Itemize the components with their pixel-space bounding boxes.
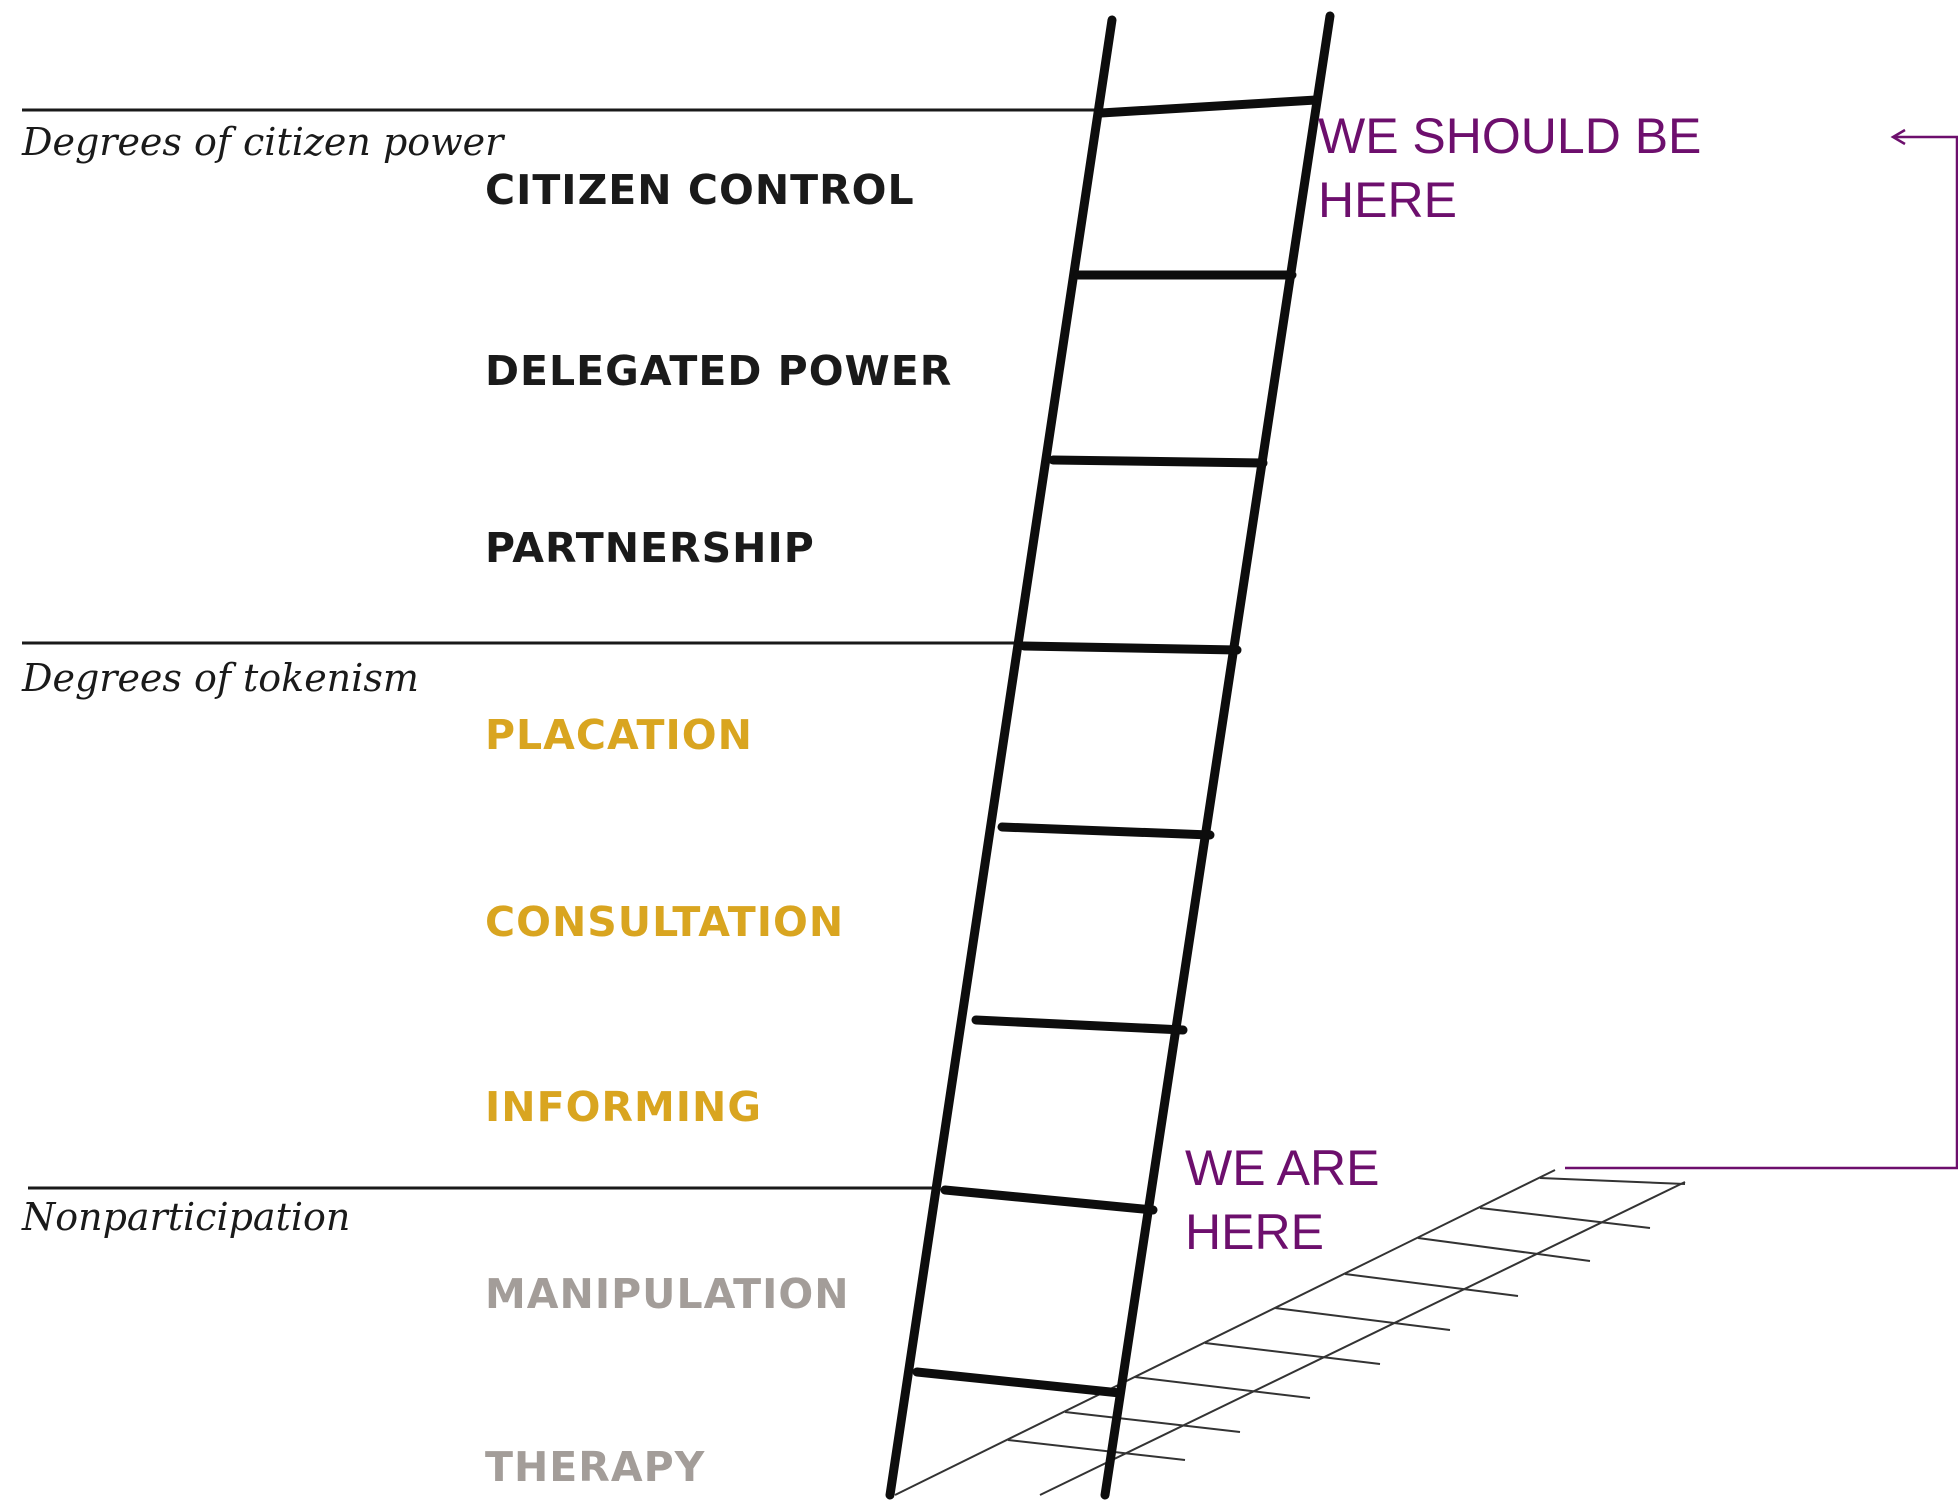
ladder-left-rail	[885, 15, 1117, 1500]
rung-partnership: PARTNERSHIP	[485, 524, 815, 572]
ladder-step	[971, 1015, 1188, 1035]
annotation-we-are-here-line1: WE ARE	[1185, 1140, 1380, 1196]
annotation-we-are-here: WE ARE HERE	[1185, 1136, 1379, 1264]
ladder-step	[1019, 641, 1242, 655]
rung-informing: INFORMING	[485, 1083, 763, 1131]
rung-consultation: CONSULTATION	[485, 898, 845, 946]
ladder-step	[1096, 95, 1321, 118]
annotation-should-be-here-line1: WE SHOULD BE	[1318, 108, 1702, 164]
category-citizen-power: Degrees of citizen power	[22, 120, 504, 164]
ladder	[885, 11, 1335, 1500]
rung-placation: PLACATION	[485, 711, 753, 759]
ladder-shadow	[894, 1169, 1686, 1496]
rung-citizen-control: CITIZEN CONTROL	[485, 166, 915, 214]
ladder-step	[1048, 455, 1268, 468]
annotation-we-are-here-line2: HERE	[1185, 1204, 1324, 1260]
rung-therapy: THERAPY	[485, 1443, 706, 1491]
rung-delegated-power: DELEGATED POWER	[485, 347, 953, 395]
ladder-step	[997, 822, 1215, 840]
category-nonparticipation: Nonparticipation	[22, 1195, 351, 1239]
connector-arrow	[1565, 128, 1958, 1170]
rung-manipulation: MANIPULATION	[485, 1270, 850, 1318]
ladder-right-rail	[1100, 11, 1335, 1500]
annotation-should-be-here: WE SHOULD BE HERE	[1318, 104, 1701, 232]
arrowhead-icon	[1890, 128, 1906, 146]
category-tokenism: Degrees of tokenism	[22, 656, 419, 700]
ladder-step	[912, 1367, 1125, 1398]
annotation-should-be-here-line2: HERE	[1318, 172, 1457, 228]
ladder-step	[940, 1185, 1158, 1215]
